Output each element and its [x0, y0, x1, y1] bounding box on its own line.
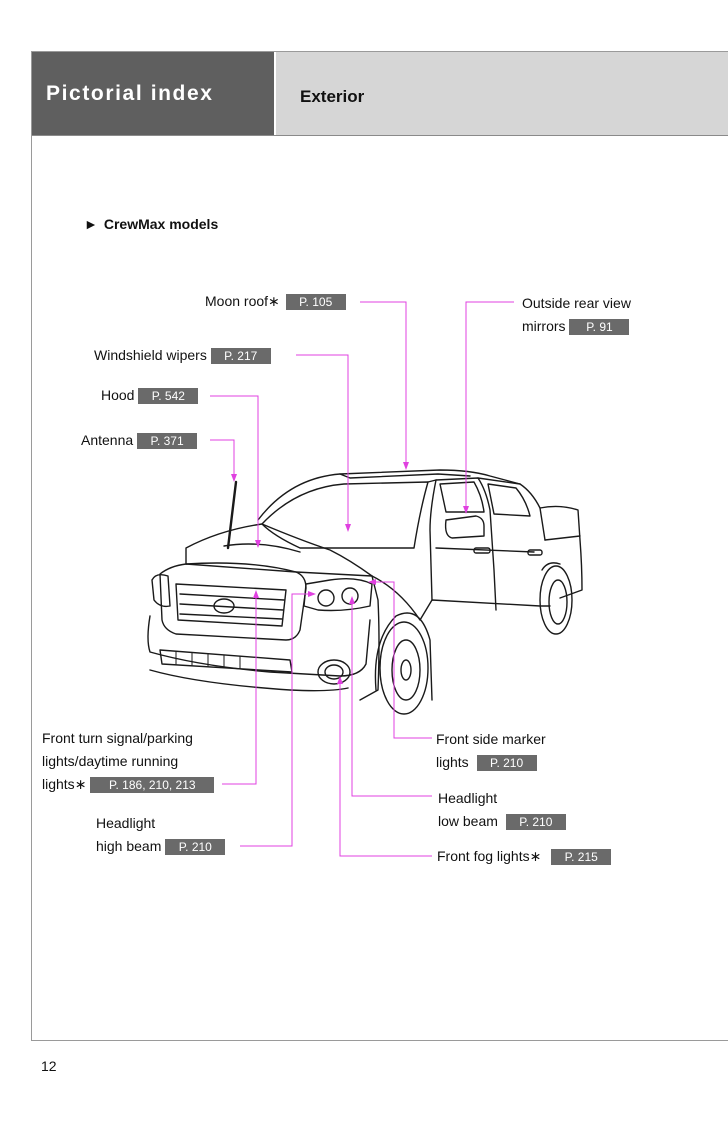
page-title: Exterior — [300, 87, 365, 106]
section-title: Pictorial index — [46, 82, 214, 105]
callout-windshield-wipers: Windshield wipers P. 217 — [94, 344, 271, 367]
callout-high-beam: Headlight high beam P. 210 — [96, 812, 226, 858]
page-ref-fog-lights[interactable]: P. 215 — [551, 849, 612, 866]
optional-equipment-mark: ∗ — [268, 293, 280, 309]
page-title-bar: Exterior — [276, 52, 728, 135]
page-ref-antenna[interactable]: P. 371 — [137, 433, 198, 450]
subsection-title: CrewMax models — [103, 216, 219, 232]
optional-equipment-mark: ∗ — [529, 848, 542, 864]
callout-turn-signal: Front turn signal/parking lights/daytime… — [42, 727, 215, 796]
callout-moon-roof: Moon roof∗ P. 105 — [205, 290, 346, 313]
page-number: 12 — [41, 1058, 57, 1074]
page-ref-high-beam[interactable]: P. 210 — [165, 839, 226, 856]
callout-mirrors: Outside rear view mirrors P. 91 — [522, 295, 631, 336]
page-ref-turn-signal[interactable]: P. 186, 210, 213 — [90, 777, 215, 794]
page-ref-low-beam[interactable]: P. 210 — [505, 814, 566, 831]
page-frame-bottom — [31, 1040, 728, 1041]
section-title-tab: Pictorial index — [32, 52, 274, 135]
triangle-bullet-icon: ► — [84, 216, 98, 232]
page-ref-hood[interactable]: P. 542 — [138, 388, 199, 405]
callout-fog-lights: Front fog lights∗ P. 215 — [437, 845, 612, 868]
page-ref-moon-roof[interactable]: P. 105 — [285, 294, 346, 311]
subsection-heading: ► CrewMax models — [84, 216, 218, 232]
optional-equipment-mark: ∗ — [74, 776, 87, 792]
page-frame-left — [31, 51, 32, 1041]
callout-hood: Hood P. 542 — [101, 384, 199, 407]
page-ref-side-marker[interactable]: P. 210 — [476, 755, 537, 772]
callout-low-beam: Headlight low beam P. 210 — [438, 787, 566, 833]
callout-antenna: Antenna P. 371 — [81, 429, 198, 452]
callout-side-marker: Front side marker lights P. 210 — [436, 731, 546, 772]
page-frame-top — [31, 51, 728, 52]
page-ref-mirrors[interactable]: P. 91 — [569, 319, 630, 336]
page-ref-windshield-wipers[interactable]: P. 217 — [210, 348, 271, 365]
header-divider — [32, 135, 728, 136]
